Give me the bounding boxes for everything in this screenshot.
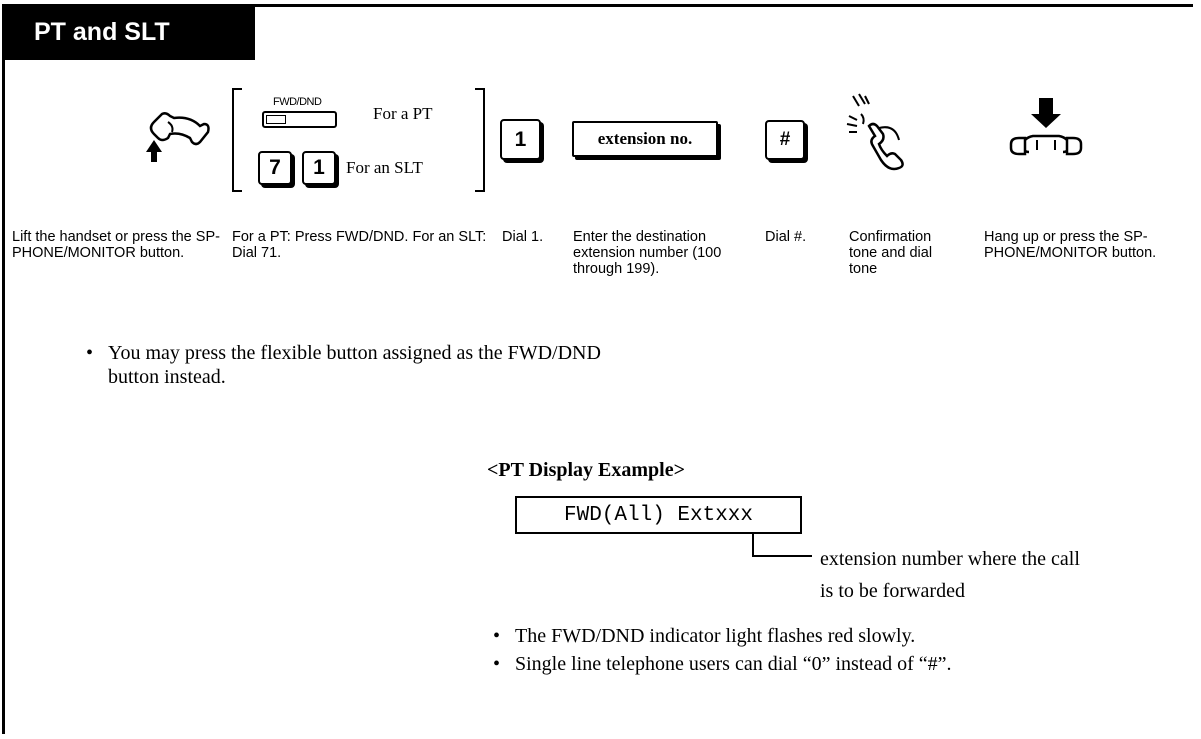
extension-no-box: extension no. — [572, 121, 718, 157]
caption-lift-handset: Lift the handset or press the SP-PHONE/M… — [12, 229, 220, 261]
note-text: You may press the flexible button assign… — [108, 342, 601, 388]
key-1: 1 — [302, 151, 336, 185]
note-single-line: •Single line telephone users can dial “0… — [493, 653, 952, 675]
caption-dial-1: Dial 1. — [502, 229, 544, 245]
section-frame — [2, 4, 1193, 734]
caption-hang-up: Hang up or press the SP-PHONE/MONITOR bu… — [984, 229, 1157, 261]
note-single-line-text: Single line telephone users can dial “0”… — [515, 653, 952, 675]
callout-line-vertical — [752, 534, 754, 557]
section-title: PT and SLT — [2, 4, 255, 60]
dial-1-key: 1 — [500, 119, 541, 160]
handset-tone-icon — [835, 88, 915, 183]
callout-line-horizontal — [752, 555, 812, 557]
fwd-dnd-key-label: FWD/DND — [273, 96, 322, 108]
handset-hangup-icon — [1003, 96, 1089, 176]
callout-text: extension number where the call is to be… — [820, 548, 1080, 602]
caption-enter-extension: Enter the destination extension number (… — [573, 229, 722, 277]
pt-display-box: FWD(All) Extxxx — [515, 496, 802, 534]
caption-press-fwd-dnd: For a PT: Press FWD/DND. For an SLT: Dia… — [232, 229, 487, 261]
for-pt-label: For a PT — [373, 104, 433, 123]
hash-key: # — [765, 120, 805, 160]
handset-lift-icon — [140, 104, 220, 164]
note-indicator-text: The FWD/DND indicator light flashes red … — [515, 625, 916, 647]
bracket-right — [475, 88, 485, 192]
display-example-title: <PT Display Example> — [487, 459, 686, 481]
fwd-dnd-key-icon — [262, 111, 337, 128]
note-indicator-light: •The FWD/DND indicator light flashes red… — [493, 625, 916, 647]
caption-confirmation-tone: Confirmation tone and dial tone — [849, 229, 933, 277]
bracket-left — [232, 88, 242, 192]
note-flexible-button: •You may press the flexible button assig… — [86, 341, 646, 389]
caption-dial-hash: Dial #. — [765, 229, 807, 245]
for-slt-label: For an SLT — [346, 158, 423, 177]
key-7: 7 — [258, 151, 292, 185]
